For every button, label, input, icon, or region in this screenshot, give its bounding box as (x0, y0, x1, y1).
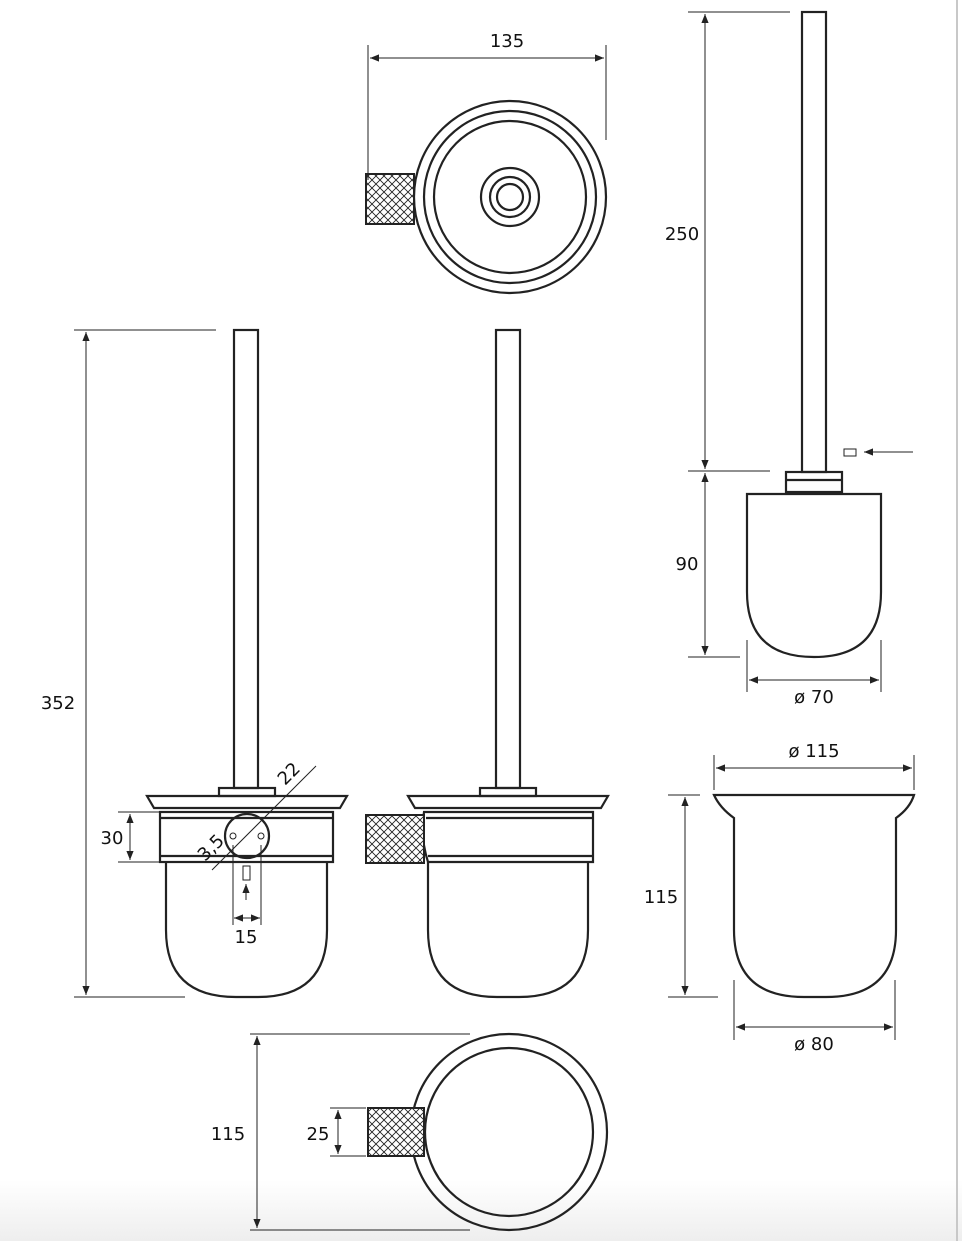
bottom-view: 115 25 (211, 1032, 609, 1232)
dim-label-bowl-height: 115 (644, 887, 678, 908)
dim-label-head-height: 90 (676, 554, 699, 575)
set-screw-icon (242, 865, 251, 881)
top-view-handle-ring (488, 175, 532, 219)
dim-circle-diameter-line (211, 765, 317, 871)
glass-bowl (712, 793, 916, 999)
holder-lid-2 (406, 794, 610, 810)
top-view-outer-ring (412, 99, 608, 295)
bottom-view-outer-ring (409, 1032, 609, 1232)
holder-ring (158, 810, 335, 864)
front-view-middle (365, 328, 610, 999)
top-view-hub (479, 166, 541, 228)
holder-bowl-2 (426, 862, 590, 999)
dim-label-circle-diameter: 22 (274, 758, 305, 789)
brush-stem (800, 10, 828, 474)
screw-hole-right (257, 832, 265, 840)
dim-label-bottom-depth: 115 (211, 1124, 245, 1145)
brush-view: 250 90 ø 70 (665, 10, 913, 708)
brush-screw-icon (843, 448, 857, 457)
top-view-ring-3 (432, 119, 588, 275)
top-view-handle-end (495, 182, 525, 212)
dim-label-handle-length: 250 (665, 224, 699, 245)
dim-label-knurl-height: 25 (307, 1124, 330, 1145)
knurl-pattern (366, 174, 414, 224)
brush-handle (232, 328, 260, 790)
screw-hole-left (229, 832, 237, 840)
dim-label-hole-diameter: 3,5 (194, 830, 229, 865)
top-view-ring-2 (422, 109, 598, 285)
bottom-view-inner-ring (423, 1046, 595, 1218)
dim-label-mount-width: 15 (235, 927, 258, 948)
top-view: 135 (365, 31, 608, 295)
holder-lid (145, 794, 349, 810)
dim-label-ring-height: 30 (101, 828, 124, 849)
handle-collar-2 (478, 786, 538, 798)
mount-circle (223, 812, 271, 860)
holder-ring-2 (421, 810, 595, 864)
dim-label-bowl-top-diameter: ø 115 (788, 741, 839, 762)
brush-collar (784, 470, 844, 494)
brush-handle-2 (494, 328, 522, 790)
brush-head (745, 492, 883, 659)
bowl-view: ø 115 115 ø 80 (644, 741, 916, 1055)
dim-label-bowl-bottom-diameter: ø 80 (794, 1034, 834, 1055)
dim-label-top-width: 135 (490, 31, 524, 52)
dim-label-head-diameter: ø 70 (794, 687, 834, 708)
dim-label-overall-height: 352 (41, 693, 75, 714)
holder-bowl (164, 862, 329, 999)
front-view-left: 22 3,5 15 30 352 (41, 328, 349, 999)
handle-collar (217, 786, 277, 798)
